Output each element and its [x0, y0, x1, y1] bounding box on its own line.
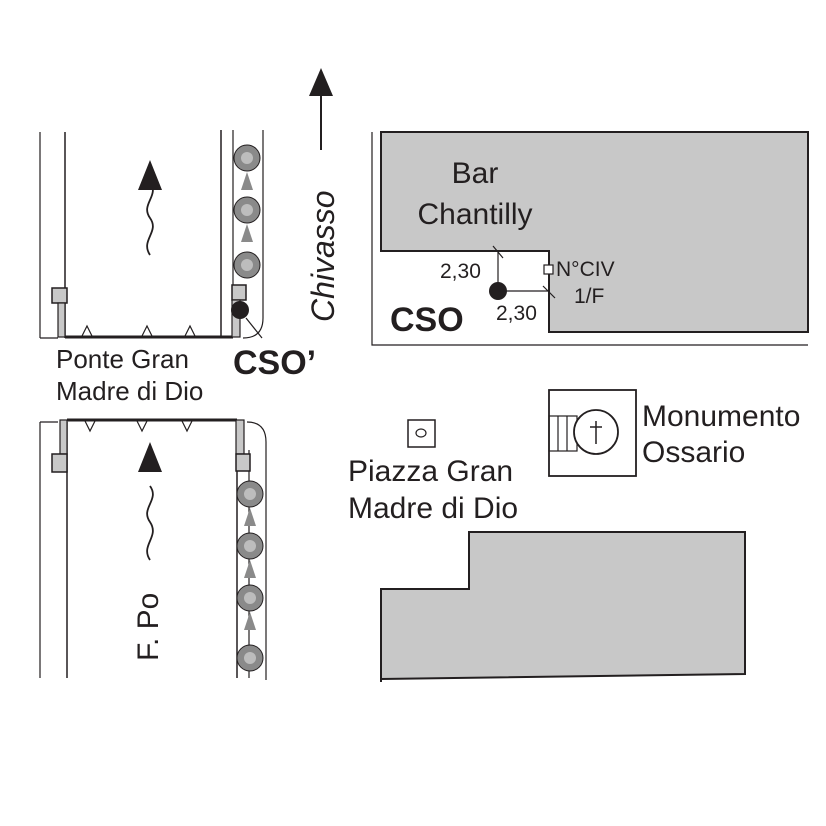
block-sidewalk-outline [371, 132, 808, 346]
cso-label: CSO [390, 301, 464, 339]
tree-icon [236, 644, 264, 672]
bridge-lower [39, 418, 267, 680]
stop-marker-cso-prime-leader [245, 317, 263, 339]
monument-label-line2: Ossario [642, 436, 745, 469]
piazza-marker [407, 419, 436, 448]
tree-row-lower [236, 480, 264, 672]
building-block-lower [380, 531, 746, 681]
bridge-label-line1: Ponte Gran [56, 344, 189, 374]
monument-ossario [548, 389, 637, 477]
tree-icon [233, 251, 261, 279]
tree-row-upper [233, 144, 261, 279]
piazza-label-line1: Piazza Gran [348, 455, 513, 488]
river-label: F. Po [132, 593, 165, 661]
piazza-label-line2: Madre di Dio [348, 492, 518, 525]
tree-icon [236, 532, 264, 578]
measurement-lines [492, 245, 556, 299]
bridge-label-line2: Madre di Dio [56, 376, 203, 406]
stop-marker-cso-prime [231, 301, 249, 319]
arrow-up-icon [309, 68, 333, 150]
chivasso-label: Chivasso [305, 190, 341, 322]
arrow-up-wavy-icon [138, 160, 162, 256]
bar-label-line1: Bar [452, 157, 499, 190]
measure-horizontal-label: 2,30 [496, 302, 537, 325]
cso-prime-label: CSO’ [233, 344, 316, 382]
civic-number-label-line2: 1/F [574, 285, 604, 308]
tree-icon [236, 584, 264, 630]
tree-icon [236, 480, 264, 526]
arrow-up-wavy-icon [138, 442, 162, 561]
bar-label-line2: Chantilly [417, 198, 532, 231]
building-block-bar-chantilly [380, 131, 809, 333]
tree-icon [233, 144, 261, 190]
civic-number-marker [543, 264, 554, 275]
civic-number-label-line1: N°CIV [556, 258, 615, 281]
cross-circle-icon [573, 409, 619, 455]
measure-vertical-label: 2,30 [440, 260, 481, 283]
monument-label-line1: Monumento [642, 400, 800, 433]
bridge-upper [39, 130, 264, 339]
tree-icon [233, 196, 261, 242]
